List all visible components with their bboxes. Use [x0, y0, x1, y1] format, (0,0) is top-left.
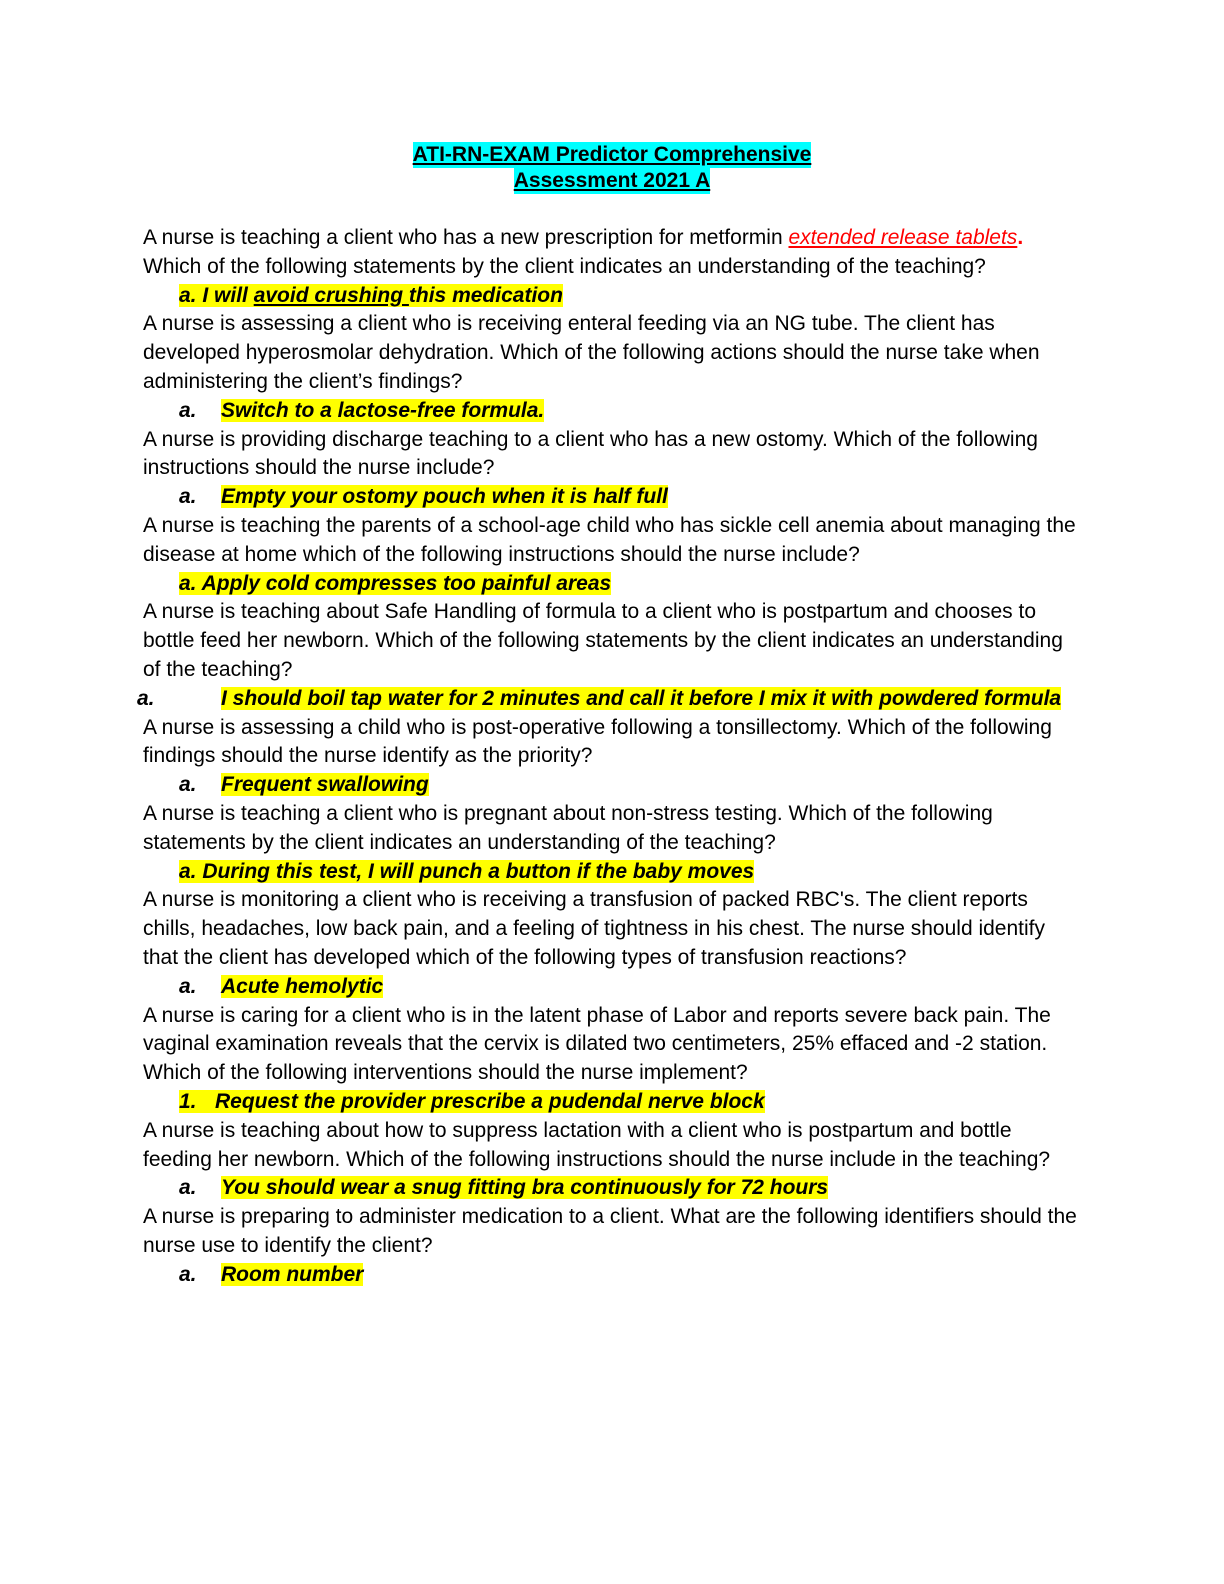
question-stem: A nurse is assessing a client who is rec… — [143, 312, 1040, 393]
answer: a. You should wear a snug fitting bra con… — [143, 1174, 1083, 1203]
question-stem: A nurse is preparing to administer medic… — [143, 1205, 1077, 1257]
title-line-1: ATI-RN-EXAM Predictor Comprehensive — [412, 142, 812, 168]
answer: a. I will avoid crushing this medication — [143, 282, 1083, 311]
answer: a. Empty your ostomy pouch when it is hal… — [143, 483, 1083, 512]
question-stem: A nurse is teaching the parents of a sch… — [143, 513, 1076, 566]
answer-text: Frequent swallowing — [221, 773, 429, 797]
question-stem: A nurse is teaching a client who is preg… — [143, 801, 993, 854]
question-list: A nurse is teaching a client who has a n… — [137, 224, 1083, 1289]
question-stem: A nurse is teaching about Safe Handling … — [143, 600, 1063, 681]
answer-marker: a. — [179, 773, 197, 797]
stem-text: A nurse is teaching a client who has a n… — [143, 226, 789, 249]
answer-text-pre: I will — [196, 283, 254, 307]
answer: a. Frequent swallowing — [143, 771, 1083, 800]
answer-text: Acute hemolytic — [221, 974, 384, 998]
question-stem: A nurse is monitoring a client who is re… — [143, 888, 1045, 969]
answer: a. During this test, I will punch a butt… — [143, 858, 1083, 887]
answer-text: Room number — [221, 1262, 364, 1286]
answer-text: During this test, I will punch a button … — [196, 859, 755, 883]
answer-marker: a. — [137, 686, 155, 710]
answer: a. I should boil tap water for 2 minutes … — [137, 685, 1083, 714]
answer-text: Empty your ostomy pouch when it is half … — [221, 485, 668, 509]
stem-emphasis: extended release tablets — [788, 226, 1018, 249]
question-item: A nurse is assessing a child who is post… — [143, 714, 1083, 800]
question-item: A nurse is teaching about how to suppres… — [143, 1117, 1083, 1203]
answer: a. Acute hemolytic — [143, 973, 1083, 1002]
answer-marker: 1. — [179, 1089, 197, 1113]
answer-marker: a. — [179, 1262, 197, 1286]
answer-text: I should boil tap water for 2 minutes an… — [221, 686, 1062, 710]
answer-marker: a. — [179, 859, 197, 883]
question-item: A nurse is teaching about Safe Handling … — [137, 598, 1083, 714]
answer-text-underlined: avoid crushing — [253, 283, 409, 307]
question-item: A nurse is providing discharge teaching … — [143, 426, 1083, 512]
answer: a. Switch to a lactose-free formula. — [143, 397, 1083, 426]
question-item: A nurse is assessing a client who is rec… — [143, 310, 1083, 425]
answer-text: Request the provider prescribe a pudenda… — [215, 1089, 765, 1113]
question-stem: A nurse is teaching a client who has a n… — [143, 224, 1083, 282]
answer-text: Switch to a lactose-free formula. — [221, 398, 545, 422]
answer-text: Apply cold compresses too painful areas — [196, 571, 612, 595]
question-item: A nurse is monitoring a client who is re… — [143, 886, 1083, 1001]
answer-marker: a. — [179, 283, 197, 307]
answer: 1. Request the provider prescribe a puden… — [143, 1088, 1083, 1117]
title-line-2: Assessment 2021 A — [513, 168, 711, 194]
question-item: A nurse is teaching a client who has a n… — [143, 224, 1083, 310]
stem-text-continued: Which of the following statements by the… — [143, 254, 986, 278]
answer: a. Room number — [143, 1261, 1083, 1290]
question-item: A nurse is preparing to administer medic… — [143, 1203, 1083, 1289]
answer-text-post: this medication — [408, 283, 563, 307]
question-stem: A nurse is providing discharge teaching … — [143, 427, 1038, 480]
stem-emphasis-end: . — [1017, 226, 1024, 249]
answer-marker: a. — [179, 485, 197, 509]
question-stem: A nurse is assessing a child who is post… — [143, 715, 1052, 768]
question-item: A nurse is teaching a client who is preg… — [143, 800, 1083, 886]
answer-marker: a. — [179, 398, 197, 422]
answer-text: You should wear a snug fitting bra conti… — [221, 1176, 829, 1200]
question-stem: A nurse is teaching about how to suppres… — [143, 1118, 1051, 1171]
question-item: A nurse is teaching the parents of a sch… — [143, 512, 1083, 598]
document-title: ATI-RN-EXAM Predictor Comprehensive Asse… — [0, 142, 1224, 194]
answer-marker: a. — [179, 974, 197, 998]
question-stem: A nurse is caring for a client who is in… — [143, 1003, 1051, 1085]
answer-marker: a. — [179, 571, 197, 595]
answer: a. Apply cold compresses too painful are… — [143, 570, 1083, 599]
answer-marker: a. — [179, 1176, 197, 1200]
question-item: A nurse is caring for a client who is in… — [143, 1002, 1083, 1117]
